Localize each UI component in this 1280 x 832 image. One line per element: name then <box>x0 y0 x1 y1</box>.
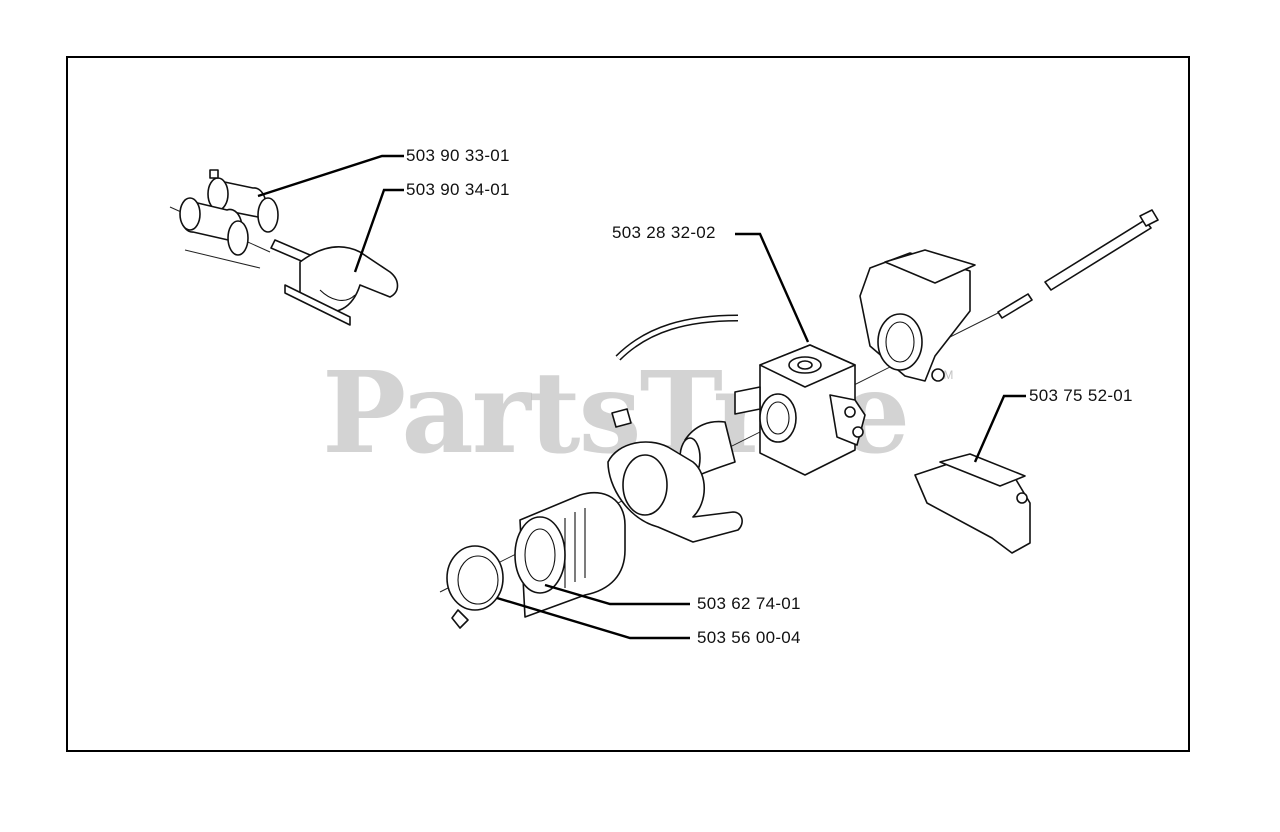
part-label-503-56-00-04[interactable]: 503 56 00-04 <box>697 628 801 647</box>
part-label-503-90-34-01[interactable]: 503 90 34-01 <box>406 180 510 199</box>
part-label-503-62-74-01[interactable]: 503 62 74-01 <box>697 594 801 613</box>
intake-boot-icon[interactable] <box>514 491 626 618</box>
leader-lines <box>257 154 1026 640</box>
hose-clamp-icon[interactable] <box>446 545 504 629</box>
carburetor-jet-pair-icon[interactable] <box>179 169 279 256</box>
diagram-frame <box>66 56 1190 752</box>
screw-icon <box>997 209 1159 319</box>
gasket-icon <box>611 408 632 428</box>
part-label-503-28-32-02[interactable]: 503 28 32-02 <box>612 223 716 242</box>
flange-plate-icon <box>607 441 743 543</box>
part-label-503-75-52-01[interactable]: 503 75 52-01 <box>1029 386 1133 405</box>
part-label-503-90-33-01[interactable]: 503 90 33-01 <box>406 146 510 165</box>
carburetor-icon[interactable] <box>734 344 866 476</box>
intake-flange-icon <box>859 249 976 382</box>
sleeve-clip-icon[interactable] <box>270 239 399 326</box>
fuel-hose-icon <box>615 314 739 361</box>
bracket-icon[interactable] <box>914 453 1031 554</box>
